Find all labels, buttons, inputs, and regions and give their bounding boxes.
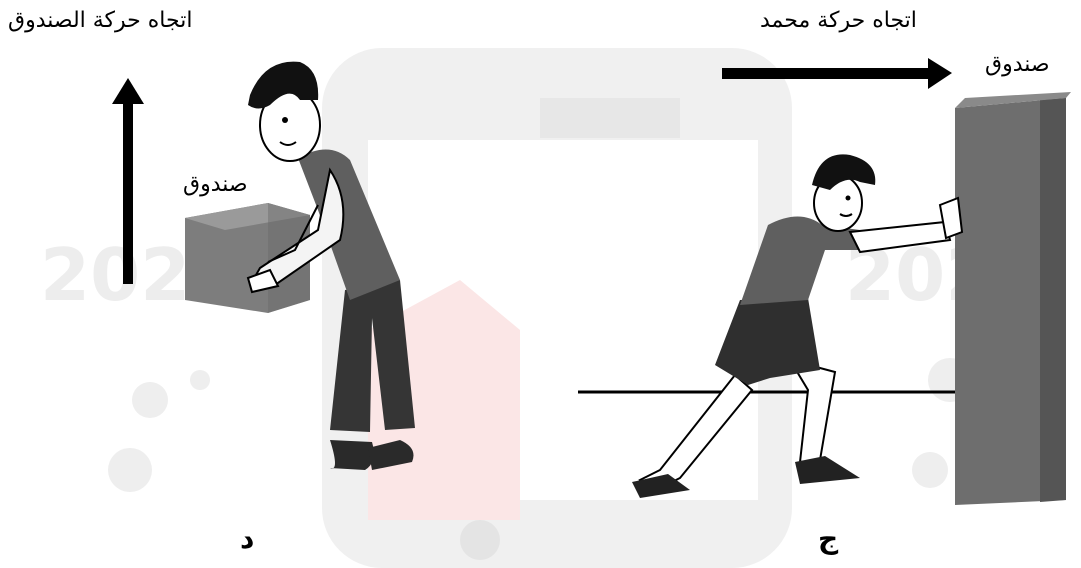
box-motion-direction-label: اتجاه حركة الصندوق — [8, 8, 192, 33]
panel-label-d: د — [240, 522, 254, 555]
box-label-right: صندوق — [985, 52, 1050, 77]
tall-box — [955, 92, 1071, 505]
panel-label-j: ج — [818, 522, 838, 555]
box-label-left: صندوق — [183, 172, 248, 197]
person-lifting — [248, 62, 415, 470]
arrow-up-icon — [112, 78, 144, 284]
mohamed-motion-direction-label: اتجاه حركة محمد — [760, 8, 917, 33]
person-pushing — [632, 154, 962, 498]
arrow-right-icon — [722, 58, 952, 89]
